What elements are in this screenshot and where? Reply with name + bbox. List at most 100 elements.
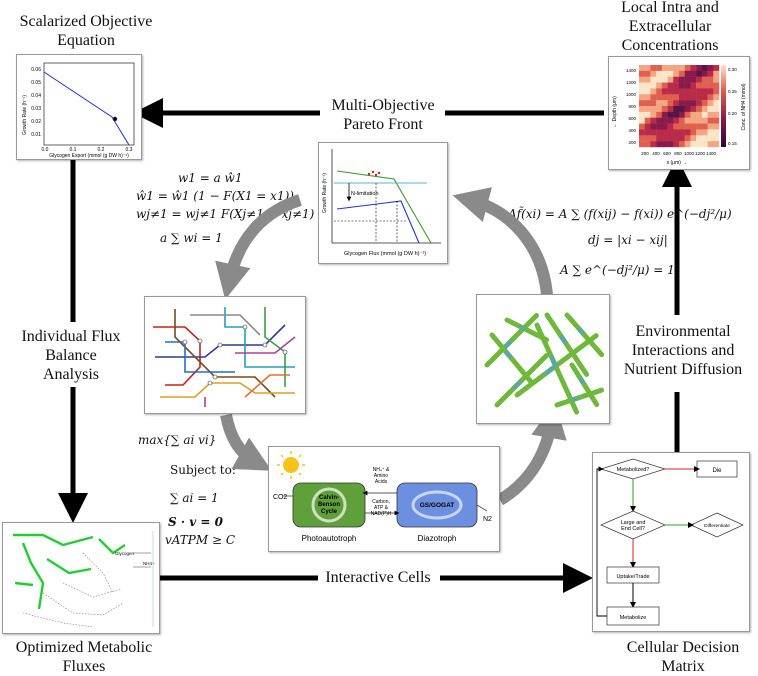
filaments-panel: [476, 294, 610, 424]
heatmap-cell: [696, 106, 703, 113]
heatmap-cell: [713, 82, 720, 89]
heatmap-cell: [679, 82, 685, 89]
heatmap-cell: [661, 117, 668, 124]
svg-text:1000: 1000: [626, 92, 637, 97]
svg-text:200: 200: [628, 140, 636, 145]
heatmap-cell: [639, 100, 645, 107]
pareto-main-panel: Growth Rate (h⁻¹) N-limitation Glycogen …: [318, 142, 448, 264]
filament-cell: [579, 365, 590, 377]
heatmap-cell: [661, 94, 668, 101]
heatmap-cell: [656, 111, 663, 118]
heatmap-cell: [644, 82, 651, 89]
heatmap-xticks: 200 400 600 800 1000 1200 1400: [641, 151, 716, 156]
heatmap-cell: [667, 76, 674, 83]
heatmap-cell: [673, 123, 680, 130]
heatmap-cell: [690, 135, 697, 142]
heatmap-cell: [661, 82, 668, 89]
heatmap-cell: [639, 129, 645, 136]
heatmap-cell: [650, 117, 657, 124]
pareto-main-xlabel: Glycogen Flux (mmol (g DW h)⁻¹): [344, 251, 426, 257]
heatmap-cell: [667, 82, 674, 89]
eq-sum-a: ∑ ai = 1: [170, 491, 219, 505]
scalarized-title: Scalarized Objective Equation: [19, 13, 153, 49]
heatmap-cell: [713, 117, 720, 124]
heatmap-cell: [684, 65, 691, 72]
eq-w1hat: ŵ1 = ŵ1 (1 − F(X1 = x1)): [136, 189, 294, 203]
filament-cell: [554, 355, 569, 368]
pareto-main-points: [367, 170, 381, 177]
heatmap-cell: [639, 135, 645, 142]
heatmap-cell: [684, 88, 691, 95]
svg-text:Differentiate: Differentiate: [704, 523, 730, 529]
heatmap-cell: [701, 94, 708, 101]
heatmap-cell: [684, 76, 691, 83]
heatmap-cell: [644, 106, 651, 113]
heatmap-cell: [644, 88, 651, 95]
heatmap-cell: [667, 117, 674, 124]
svg-text:0.30: 0.30: [728, 67, 737, 72]
pareto-main-green-front: [336, 170, 432, 244]
heatmap-cell: [639, 117, 645, 124]
heatmap-cell: [650, 100, 657, 107]
heatmap-cell: [673, 106, 680, 113]
cycle-arrow-right-up: [452, 187, 553, 296]
filament-cell: [554, 366, 565, 382]
heatmap-xlabel: x (μm) →: [667, 160, 688, 166]
heatmap-cell: [650, 70, 657, 77]
heatmap-cell: [696, 76, 703, 83]
heatmap-cell: [639, 82, 645, 89]
heatmap-cell: [701, 100, 708, 107]
heatmap-cell: [701, 70, 708, 77]
svg-text:400: 400: [628, 128, 636, 133]
svg-text:1400: 1400: [626, 68, 637, 73]
heatmap-cell: [713, 141, 720, 148]
heatmap-cell: [690, 88, 697, 95]
eq-a-sum: A ∑ e^(−dj²/μ) = 1: [560, 263, 675, 277]
gs-gogat-label: GS/GOGAT: [420, 502, 455, 509]
pareto-small-xticks: 0.0 0.1 0.2 0.3: [42, 147, 133, 153]
heatmap-cell: [656, 141, 663, 148]
pareto-main-annotation: N-limitation: [351, 191, 379, 197]
heatmap-cell: [667, 65, 674, 72]
heatmap-cell: [644, 135, 651, 142]
heatmap-cell: [650, 82, 657, 89]
heatmap-cell: [656, 117, 663, 124]
svg-text:400: 400: [652, 151, 660, 156]
heatmap-cell: [707, 106, 714, 113]
heatmap-cell: [673, 88, 680, 95]
filament-cell: [574, 340, 589, 353]
heatmap-cell: [701, 82, 708, 89]
svg-text:1400: 1400: [706, 151, 717, 156]
svg-text:Metabolized?: Metabolized?: [617, 467, 650, 473]
heatmap-cell: [639, 106, 645, 113]
heatmap-panel: ← Depth (μm) 1400 1200 1000 800 600 400 …: [608, 56, 750, 170]
heatmap-cell: [707, 70, 714, 77]
heatmap-cell: [701, 111, 708, 118]
heatmap-cell: [656, 88, 663, 95]
svg-text:0.20: 0.20: [728, 111, 737, 116]
heatmap-cell: [684, 70, 691, 77]
svg-text:600: 600: [628, 116, 636, 121]
individual-fba-title: Individual Flux Balance Analysis: [21, 328, 121, 383]
carbon-atp-label: Carbon,ATP &NAD(P)H: [371, 499, 392, 517]
heatmap-cell: [639, 111, 645, 118]
filament-cell: [534, 322, 545, 338]
svg-text:0.0: 0.0: [42, 147, 49, 153]
heatmap-cell: [690, 94, 697, 101]
heatmap-cell: [667, 94, 674, 101]
heatmap-cell: [656, 135, 663, 142]
heatmap-cell: [661, 106, 668, 113]
heatmap-cell: [639, 141, 645, 148]
heatmap-cell: [707, 100, 714, 107]
heatmap-cell: [650, 94, 657, 101]
filament-cell: [549, 355, 560, 371]
heatmap-cell: [713, 70, 720, 77]
filament-cell: [524, 374, 535, 386]
svg-text:1200: 1200: [626, 80, 637, 85]
svg-text:0.2: 0.2: [98, 147, 105, 153]
pareto-main-blue-front: [336, 200, 420, 244]
heatmap-cell: [667, 111, 674, 118]
heatmap-cell: [679, 65, 685, 72]
heatmap-cell: [696, 94, 703, 101]
cycle-arrow-top-left: [215, 194, 302, 300]
